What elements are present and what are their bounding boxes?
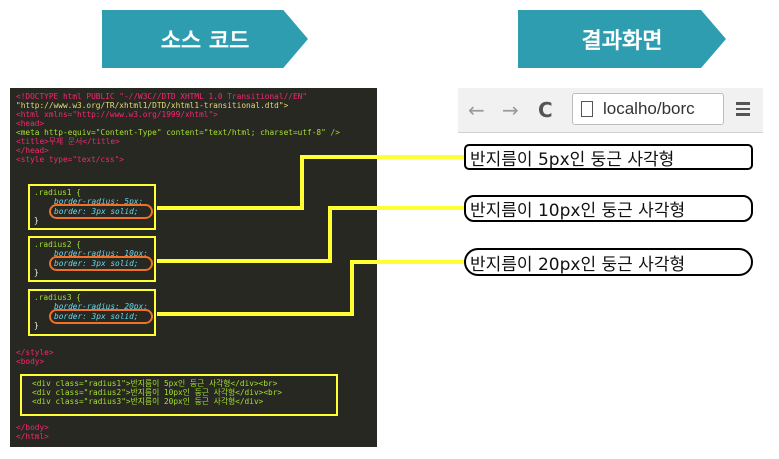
highlight-box-body-divs [20, 374, 338, 416]
address-bar-url: localho/borc [603, 99, 695, 118]
css-radius-radius1: border-radius: 5px; [54, 197, 144, 206]
highlight-box-radius1-rule [28, 184, 156, 230]
highlight-box-radius2-rule [28, 236, 156, 282]
connector-line-radius2 [157, 206, 464, 263]
css-close-radius1: } [34, 216, 39, 225]
css-radius-radius2: border-radius: 10px; [54, 249, 148, 258]
code-editor-panel: <!DOCTYPE html PUBLIC "-//W3C//DTD XHTML… [10, 88, 377, 447]
code-line-head-close: </head> [16, 146, 49, 155]
css-radius-radius3: border-radius: 20px; [54, 302, 148, 311]
css-close-radius3: } [34, 321, 39, 330]
highlight-oval-radius3-border [49, 309, 153, 324]
result-text-radius3: 반지름이 20px인 둥근 사각형 [470, 254, 686, 275]
css-border-radius2: border: 3px solid; [54, 259, 139, 268]
connector-line-radius1 [157, 155, 464, 210]
html-div-radius1: <div class="radius1">반지름이 5px인 둥근 사각형</d… [32, 379, 278, 388]
code-line-meta: <meta http-equiv="Content-Type" content=… [16, 128, 340, 137]
forward-arrow-icon[interactable]: → [502, 98, 519, 122]
reload-icon[interactable]: C [538, 98, 553, 122]
code-line-html-open: <html xmlns="http://www.w3.org/1999/xhtm… [16, 110, 218, 119]
highlight-oval-radius1-border [49, 204, 153, 219]
css-border-radius1: border: 3px solid; [54, 207, 139, 216]
back-arrow-icon[interactable]: ← [468, 98, 485, 122]
code-line-doctype: <!DOCTYPE html PUBLIC "-//W3C//DTD XHTML… [16, 92, 308, 101]
code-line-style-open: <style type="text/css"> [16, 155, 124, 164]
address-bar[interactable]: localho/borc [572, 93, 724, 125]
css-selector-radius1: .radius1 { [34, 188, 81, 197]
css-border-radius3: border: 3px solid; [54, 312, 139, 321]
browser-toolbar: ← → C localho/borc [458, 88, 763, 133]
result-text-radius1: 반지름이 5px인 둥근 사각형 [470, 149, 675, 170]
code-line-dtd: "http://www.w3.org/TR/xhtml1/DTD/xhtml1-… [16, 101, 289, 110]
result-box-radius3: 반지름이 20px인 둥근 사각형 [464, 248, 753, 276]
code-line-body-open: <body> [16, 357, 45, 366]
result-screen-label: 결과화면 [518, 10, 726, 68]
result-box-radius2: 반지름이 10px인 둥근 사각형 [464, 195, 753, 222]
highlight-oval-radius2-border [49, 256, 153, 271]
connector-line-radius3 [157, 260, 464, 316]
css-selector-radius2: .radius2 { [34, 240, 81, 249]
result-box-radius1: 반지름이 5px인 둥근 사각형 [464, 144, 753, 170]
source-code-label: 소스 코드 [102, 10, 308, 68]
code-line-body-close: </body> [16, 423, 49, 432]
code-line-style-close: </style> [16, 348, 54, 357]
code-line-html-close: </html> [16, 432, 49, 441]
code-line-title: <title>무제 문서</title> [16, 137, 120, 146]
code-line-head-open: <head> [16, 119, 45, 128]
source-code-label-text: 소스 코드 [160, 29, 250, 54]
html-div-radius2: <div class="radius2">반지름이 10px인 둥근 사각형</… [32, 388, 283, 397]
css-selector-radius3: .radius3 { [34, 293, 81, 302]
html-div-radius3: <div class="radius3">반지름이 20px인 둥근 사각형</… [32, 397, 264, 406]
result-screen-label-text: 결과화면 [581, 29, 663, 54]
page-icon [581, 101, 593, 117]
css-close-radius2: } [34, 268, 39, 277]
highlight-box-radius3-rule [28, 289, 156, 336]
result-text-radius2: 반지름이 10px인 둥근 사각형 [470, 201, 686, 221]
hamburger-menu-icon[interactable] [736, 102, 750, 119]
